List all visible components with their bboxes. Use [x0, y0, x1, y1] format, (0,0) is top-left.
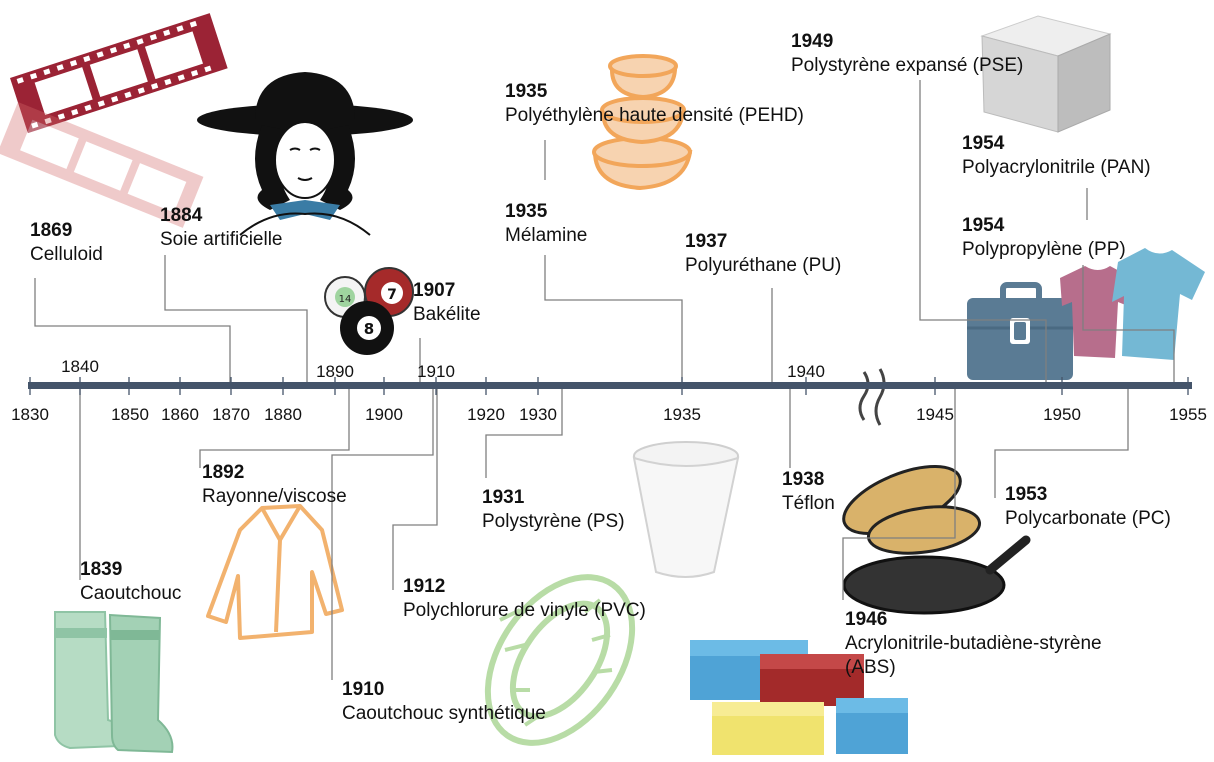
- leader-1949: [919, 80, 1047, 385]
- event-1869: 1869 Celluloid: [30, 219, 103, 267]
- event-year: 1935: [505, 81, 548, 102]
- event-name: Polychlorure de vinyle (PVC): [403, 599, 646, 621]
- frying-pan-icon: [842, 368, 1031, 615]
- tick-label: 1870: [212, 405, 250, 424]
- event-1935-melamine: 1935 Mélamine: [505, 200, 587, 248]
- tick-label: 1930: [519, 405, 557, 424]
- event-1910: 1910 Caoutchouc synthétique: [342, 678, 546, 726]
- billiard-balls-icon: 14 7 8: [324, 267, 414, 355]
- tick-label: 1935: [663, 405, 701, 424]
- svg-text:7: 7: [387, 287, 397, 303]
- leader-1869: [34, 278, 231, 385]
- event-name: Polypropylène (PP): [962, 238, 1126, 260]
- event-year: 1912: [403, 576, 446, 597]
- event-year: 1946: [845, 609, 888, 630]
- tick-label: 1850: [111, 405, 149, 424]
- event-year: 1869: [30, 220, 73, 241]
- tick-label: 1840: [61, 357, 99, 376]
- leader-1935-melamine: [544, 255, 683, 385]
- event-name: Caoutchouc synthétique: [342, 702, 546, 724]
- svg-text:14: 14: [339, 294, 352, 305]
- event-1912: 1912 Polychlorure de vinyle (PVC): [403, 575, 646, 623]
- tire-icon: [484, 574, 636, 746]
- event-name: Acrylonitrile-butadiène-styrène (ABS): [845, 632, 1102, 678]
- event-year: 1839: [80, 559, 123, 580]
- film-strip-icon: [0, 13, 228, 228]
- event-year: 1910: [342, 679, 385, 700]
- briefcase-icon: [967, 282, 1073, 380]
- woman-hat-icon: [197, 72, 413, 236]
- event-name: Polystyrène (PS): [482, 510, 625, 532]
- event-name: Soie artificielle: [160, 228, 283, 250]
- event-year: 1954: [962, 215, 1005, 236]
- leader-1892: [199, 385, 350, 468]
- leader-1946: [842, 385, 956, 600]
- event-1892: 1892 Rayonne/viscose: [202, 461, 347, 509]
- boots-icon: [54, 611, 174, 754]
- event-name: Polycarbonate (PC): [1005, 507, 1171, 529]
- tshirts-icon: [1060, 248, 1205, 360]
- event-name: Polyéthylène haute densité (PEHD): [505, 104, 804, 126]
- event-1953: 1953 Polycarbonate (PC): [1005, 483, 1171, 531]
- event-1884: 1884 Soie artificielle: [160, 204, 283, 252]
- leader-1884: [164, 255, 308, 385]
- leader-1953: [994, 385, 1129, 498]
- event-1839: 1839 Caoutchouc: [80, 558, 181, 606]
- event-name: Bakélite: [413, 303, 481, 325]
- axis-ticks: [29, 377, 1189, 395]
- event-name: Téflon: [782, 492, 835, 514]
- tick-label: 1900: [365, 405, 403, 424]
- event-name: Polystyrène expansé (PSE): [791, 54, 1024, 76]
- tick-label: 1880: [264, 405, 302, 424]
- leader-1912: [392, 385, 438, 590]
- event-name: Rayonne/viscose: [202, 485, 347, 507]
- event-year: 1949: [791, 31, 834, 52]
- tick-label: 1890: [316, 362, 354, 381]
- foam-block-icon: [980, 15, 1112, 133]
- tick-label: 1830: [11, 405, 49, 424]
- tick-label: 1950: [1043, 405, 1081, 424]
- event-year: 1954: [962, 133, 1005, 154]
- event-name: Polyacrylonitrile (PAN): [962, 156, 1151, 178]
- timeline-axis: [28, 382, 1192, 389]
- event-name: Celluloid: [30, 243, 103, 265]
- tick-label: 1940: [787, 362, 825, 381]
- event-1946: 1946 Acrylonitrile-butadiène-styrène (AB…: [845, 608, 1145, 679]
- event-year: 1953: [1005, 484, 1048, 505]
- event-1954-pan: 1954 Polyacrylonitrile (PAN): [962, 132, 1151, 180]
- shirt-outline-icon: [206, 504, 344, 640]
- svg-text:8: 8: [364, 320, 374, 338]
- event-year: 1892: [202, 462, 245, 483]
- event-1949: 1949 Polystyrène expansé (PSE): [791, 30, 1023, 78]
- tick-label: 1920: [467, 405, 505, 424]
- event-year: 1884: [160, 205, 203, 226]
- event-name: Caoutchouc: [80, 582, 182, 604]
- event-1935-pehd: 1935 Polyéthylène haute densité (PEHD): [505, 80, 804, 128]
- foam-cup-icon: [632, 441, 740, 578]
- tick-label: 1955: [1169, 405, 1207, 424]
- event-1907: 1907 Bakélite: [413, 279, 481, 327]
- leader-lines: [34, 80, 1175, 680]
- event-year: 1907: [413, 280, 456, 301]
- leader-1910: [331, 385, 434, 680]
- event-name: Polyuréthane (PU): [685, 254, 842, 276]
- event-1931: 1931 Polystyrène (PS): [482, 486, 625, 534]
- event-year: 1935: [505, 201, 548, 222]
- tick-label: 1945: [916, 405, 954, 424]
- event-1938: 1938 Téflon: [782, 468, 835, 516]
- leader-1954-pp: [1082, 265, 1175, 385]
- event-year: 1938: [782, 469, 825, 490]
- event-1937: 1937 Polyuréthane (PU): [685, 230, 841, 278]
- event-year: 1931: [482, 487, 525, 508]
- event-name: Mélamine: [505, 224, 588, 246]
- leader-1931: [485, 385, 563, 478]
- lego-bricks-icon: [690, 640, 908, 755]
- event-1954-pp: 1954 Polypropylène (PP): [962, 214, 1126, 262]
- event-year: 1937: [685, 231, 728, 252]
- tick-label: 1860: [161, 405, 199, 424]
- tick-label: 1910: [417, 362, 455, 381]
- food-containers-icon: [592, 54, 693, 191]
